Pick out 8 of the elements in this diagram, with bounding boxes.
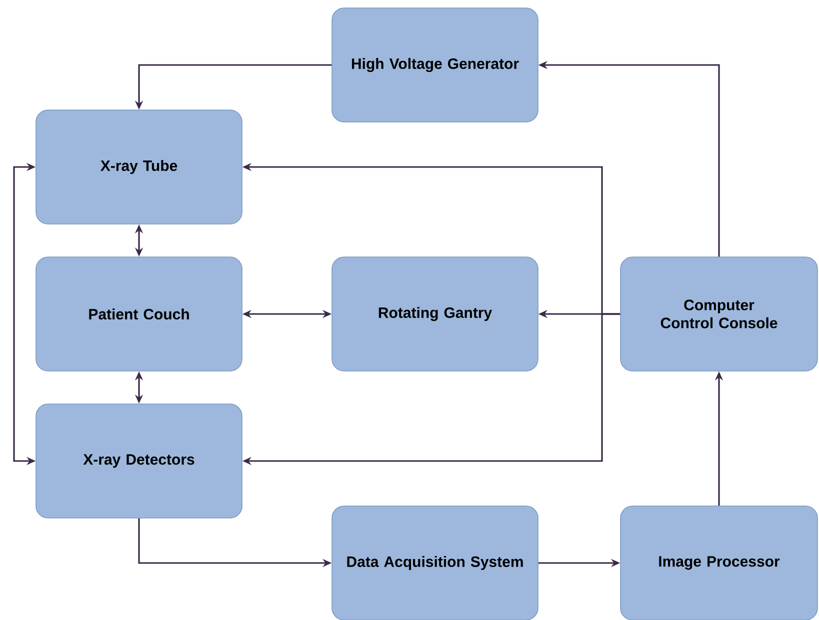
process-box: X-ray Tube (36, 110, 242, 224)
process-box: Computer Control Console (620, 256, 818, 372)
process-box: X-ray Detectors (36, 404, 242, 518)
process-box: High Voltage Generator (332, 8, 538, 122)
process-box: Data Acquisition System (332, 506, 538, 620)
process-box: Patient Couch (36, 256, 242, 372)
process-box: Rotating Gantry (332, 256, 538, 372)
process-box: Image Processor (620, 506, 818, 620)
